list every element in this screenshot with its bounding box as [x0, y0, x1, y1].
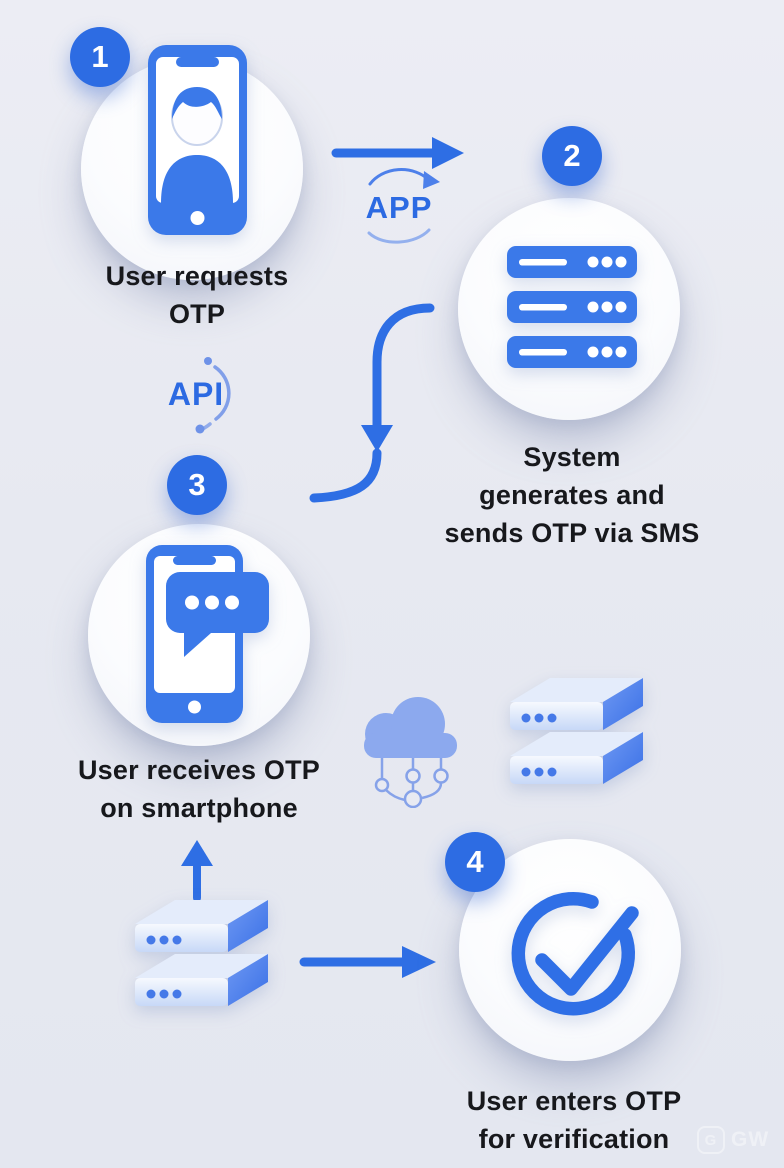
server-3d-icon	[135, 900, 268, 1006]
step4-label-line2: for verification	[478, 1124, 670, 1154]
watermark-text: GW	[731, 1128, 770, 1151]
step2-label-line1: System	[523, 442, 621, 472]
arrow-server-to-step4-icon	[299, 946, 436, 978]
step1-label-line2: OTP	[168, 299, 226, 329]
smartphone-user-icon	[148, 45, 247, 235]
step4-label-line1: User enters OTP	[466, 1086, 682, 1116]
circular-arrow-icon	[367, 168, 440, 244]
step1-number: 1	[91, 39, 109, 74]
step1-label-line1: User requests	[105, 261, 289, 291]
step2-number: 2	[563, 138, 581, 173]
api-annotation: API	[148, 344, 244, 444]
step2-badge: 2	[542, 126, 602, 186]
server-stack-icon	[507, 246, 637, 368]
server-3d-icon	[510, 678, 643, 784]
app-annotation: APP	[344, 160, 454, 256]
cloud-network-icon	[364, 697, 457, 808]
step1-label: User requests OTP	[37, 257, 357, 333]
step4-number: 4	[466, 844, 484, 879]
step3-badge: 3	[167, 455, 227, 515]
arc-dots-icon	[195, 357, 231, 434]
step2-label: System generates and sends OTP via SMS	[402, 438, 742, 552]
step2-label-line3: sends OTP via SMS	[444, 518, 700, 548]
smartphone-message-icon	[146, 545, 269, 723]
api-label: API	[167, 376, 225, 412]
up-arrow-server-to-step3-icon	[181, 840, 213, 902]
step3-label: User receives OTP on smartphone	[27, 751, 371, 827]
watermark-logo: G	[697, 1126, 725, 1154]
step1-badge: 1	[70, 27, 130, 87]
step2-label-line2: generates and	[479, 480, 665, 510]
step3-label-line2: on smartphone	[100, 793, 298, 823]
step4-label: User enters OTP for verification	[402, 1082, 746, 1158]
checkmark-circle-icon	[511, 891, 639, 1016]
watermark: G GW	[697, 1126, 769, 1154]
curved-arrow-step2-to-step3-icon	[309, 303, 435, 503]
step3-number: 3	[188, 467, 206, 502]
arrow-step1-to-step2-icon	[331, 137, 464, 169]
step4-badge: 4	[445, 832, 505, 892]
app-label: APP	[365, 190, 433, 225]
step3-label-line1: User receives OTP	[77, 755, 321, 785]
